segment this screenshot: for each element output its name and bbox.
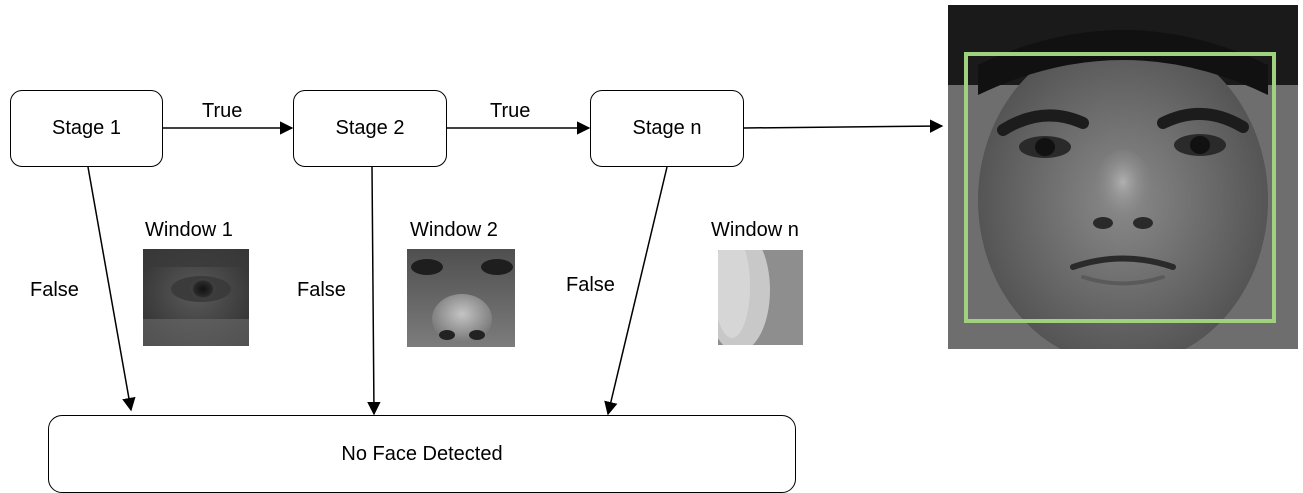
no-face-detected-box: No Face Detected <box>48 415 796 493</box>
false-label-3: False <box>566 274 615 296</box>
arrow-stage1-false <box>87 166 136 412</box>
no-face-detected-label: No Face Detected <box>341 442 503 465</box>
arrow-stage2-false <box>367 166 381 416</box>
stage-1-label: Stage 1 <box>52 117 121 139</box>
window-n-background-image <box>718 250 803 345</box>
stage-2-label: Stage 2 <box>335 117 405 139</box>
window-1-eye-image <box>143 249 249 346</box>
true-label-2: True <box>490 100 531 122</box>
false-label-2: False <box>297 279 346 301</box>
face-detection-box <box>964 52 1276 323</box>
stage-2-box: Stage 2 <box>293 90 447 167</box>
arrow-stagen-to-face <box>743 119 944 133</box>
window-1-label: Window 1 <box>145 219 233 241</box>
false-label-1: False <box>30 279 79 301</box>
window-n-label: Window n <box>711 219 799 241</box>
arrow-stagen-false <box>604 166 668 416</box>
stage-1-box: Stage 1 <box>10 90 163 167</box>
detected-face-image <box>948 5 1298 349</box>
true-label-1: True <box>202 100 243 122</box>
window-2-label: Window 2 <box>410 219 498 241</box>
stage-n-box: Stage n <box>590 90 744 167</box>
window-2-nose-image <box>407 249 515 347</box>
stage-n-label: Stage n <box>632 117 702 139</box>
